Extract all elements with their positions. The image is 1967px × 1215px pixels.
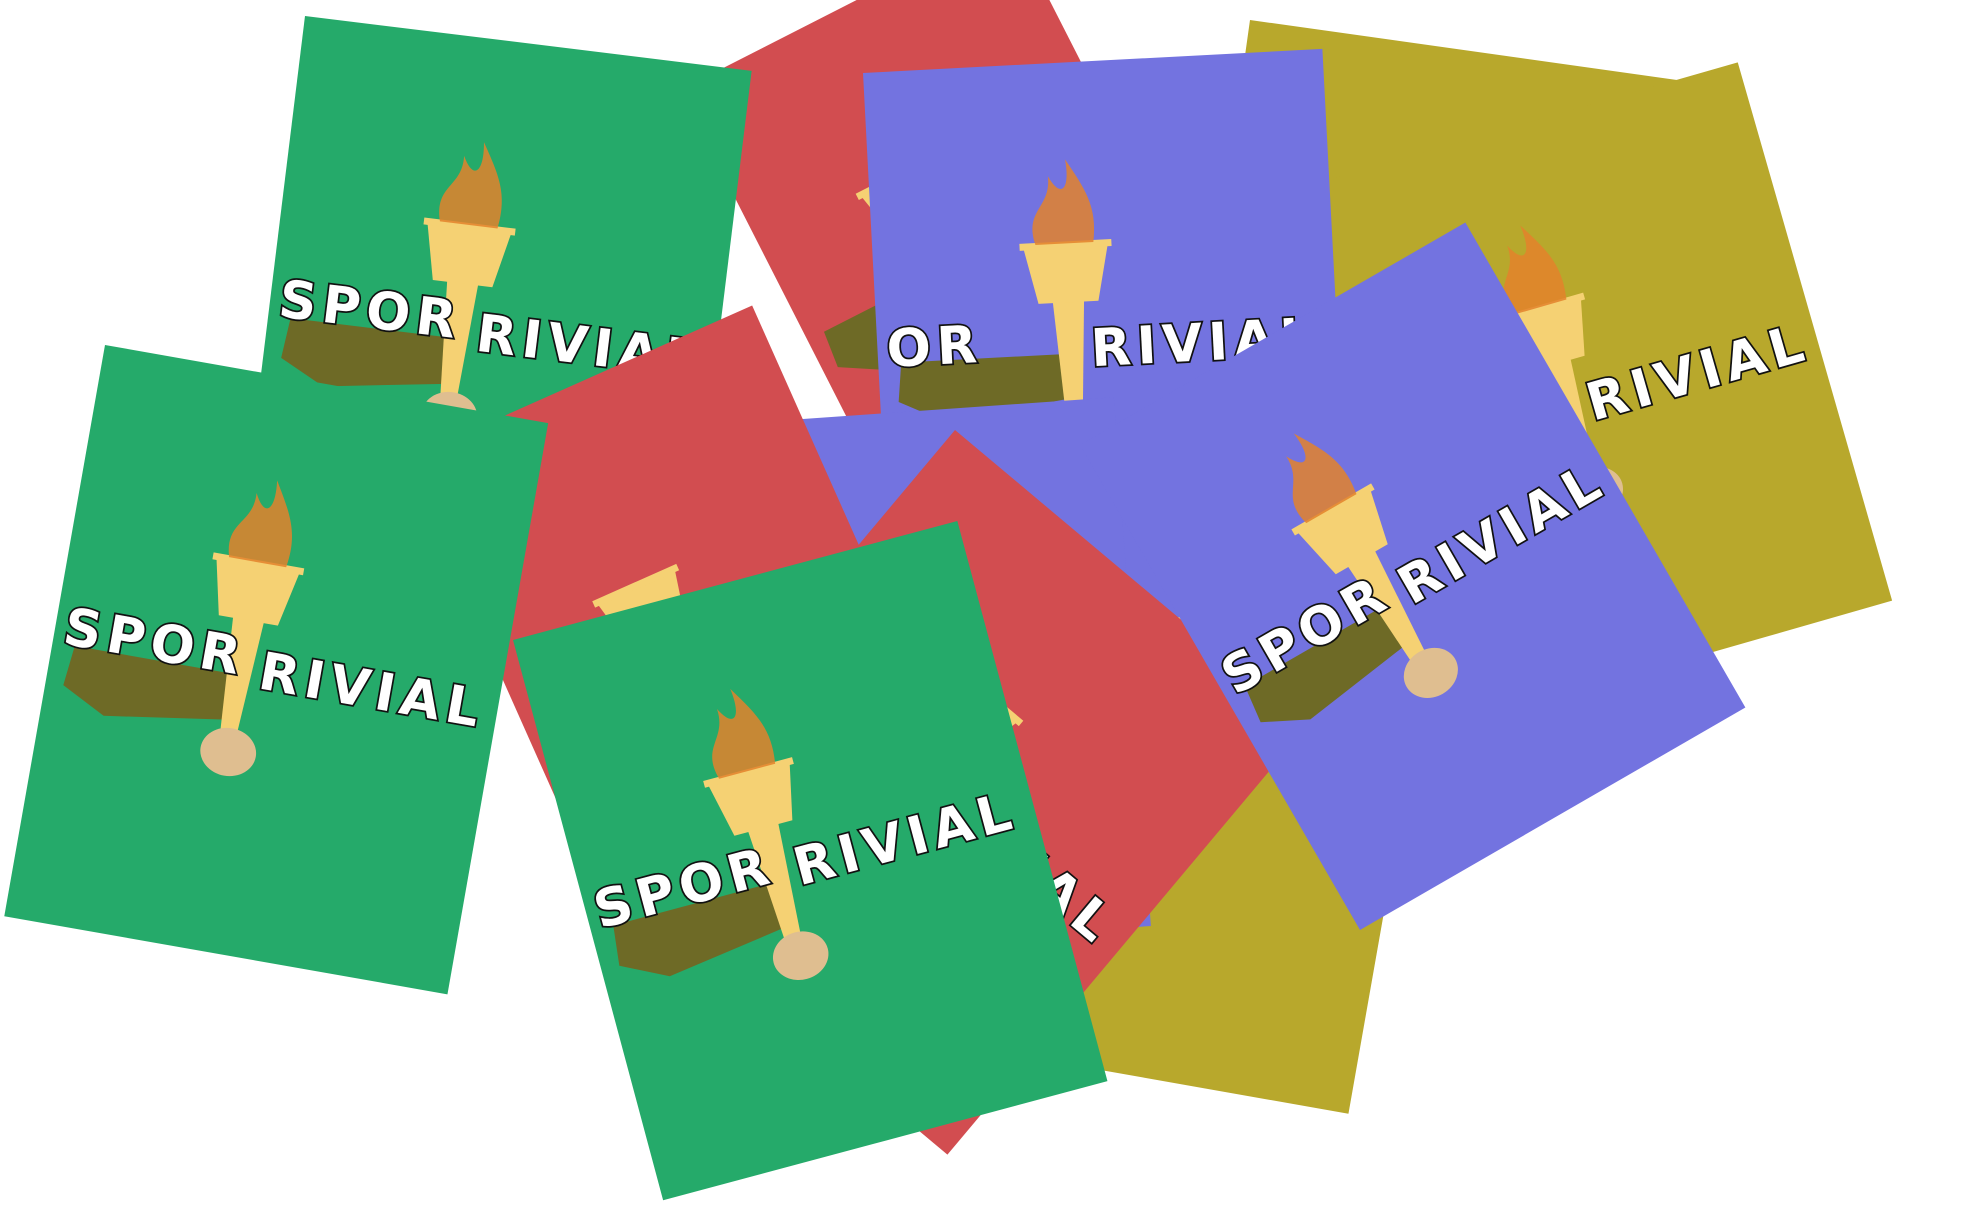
torch-cup-icon [1297,490,1388,575]
torch-cup-icon [427,223,511,288]
flame-icon [1503,225,1567,316]
hand-icon [772,931,829,980]
torch-handle-icon [1344,545,1429,668]
arm-icon [613,883,785,977]
flame-icon [1286,433,1357,524]
card-background [1080,222,1746,930]
torch-handle-icon [439,274,480,404]
torch-cup-icon [708,764,793,836]
torch-handle-icon [1052,294,1085,423]
torch-rim-icon [1291,483,1375,536]
arm-icon [63,645,229,720]
torch-rim-icon [592,563,680,608]
torch-handle-icon [746,817,803,946]
torch-handle-icon [219,610,266,741]
flame-icon [439,142,502,229]
torch-cup-icon [216,559,300,626]
flame-icon [228,480,292,568]
flame-icon [712,688,776,779]
card-title-left: OR [885,315,984,380]
hand-icon [200,727,257,777]
arm-icon [281,318,446,387]
card-background [4,345,549,995]
arm-icon [1244,608,1406,723]
card-background [513,520,1108,1201]
flame-icon [1032,159,1095,246]
torch-cup-icon [1023,245,1108,304]
hand-icon [1403,647,1458,698]
